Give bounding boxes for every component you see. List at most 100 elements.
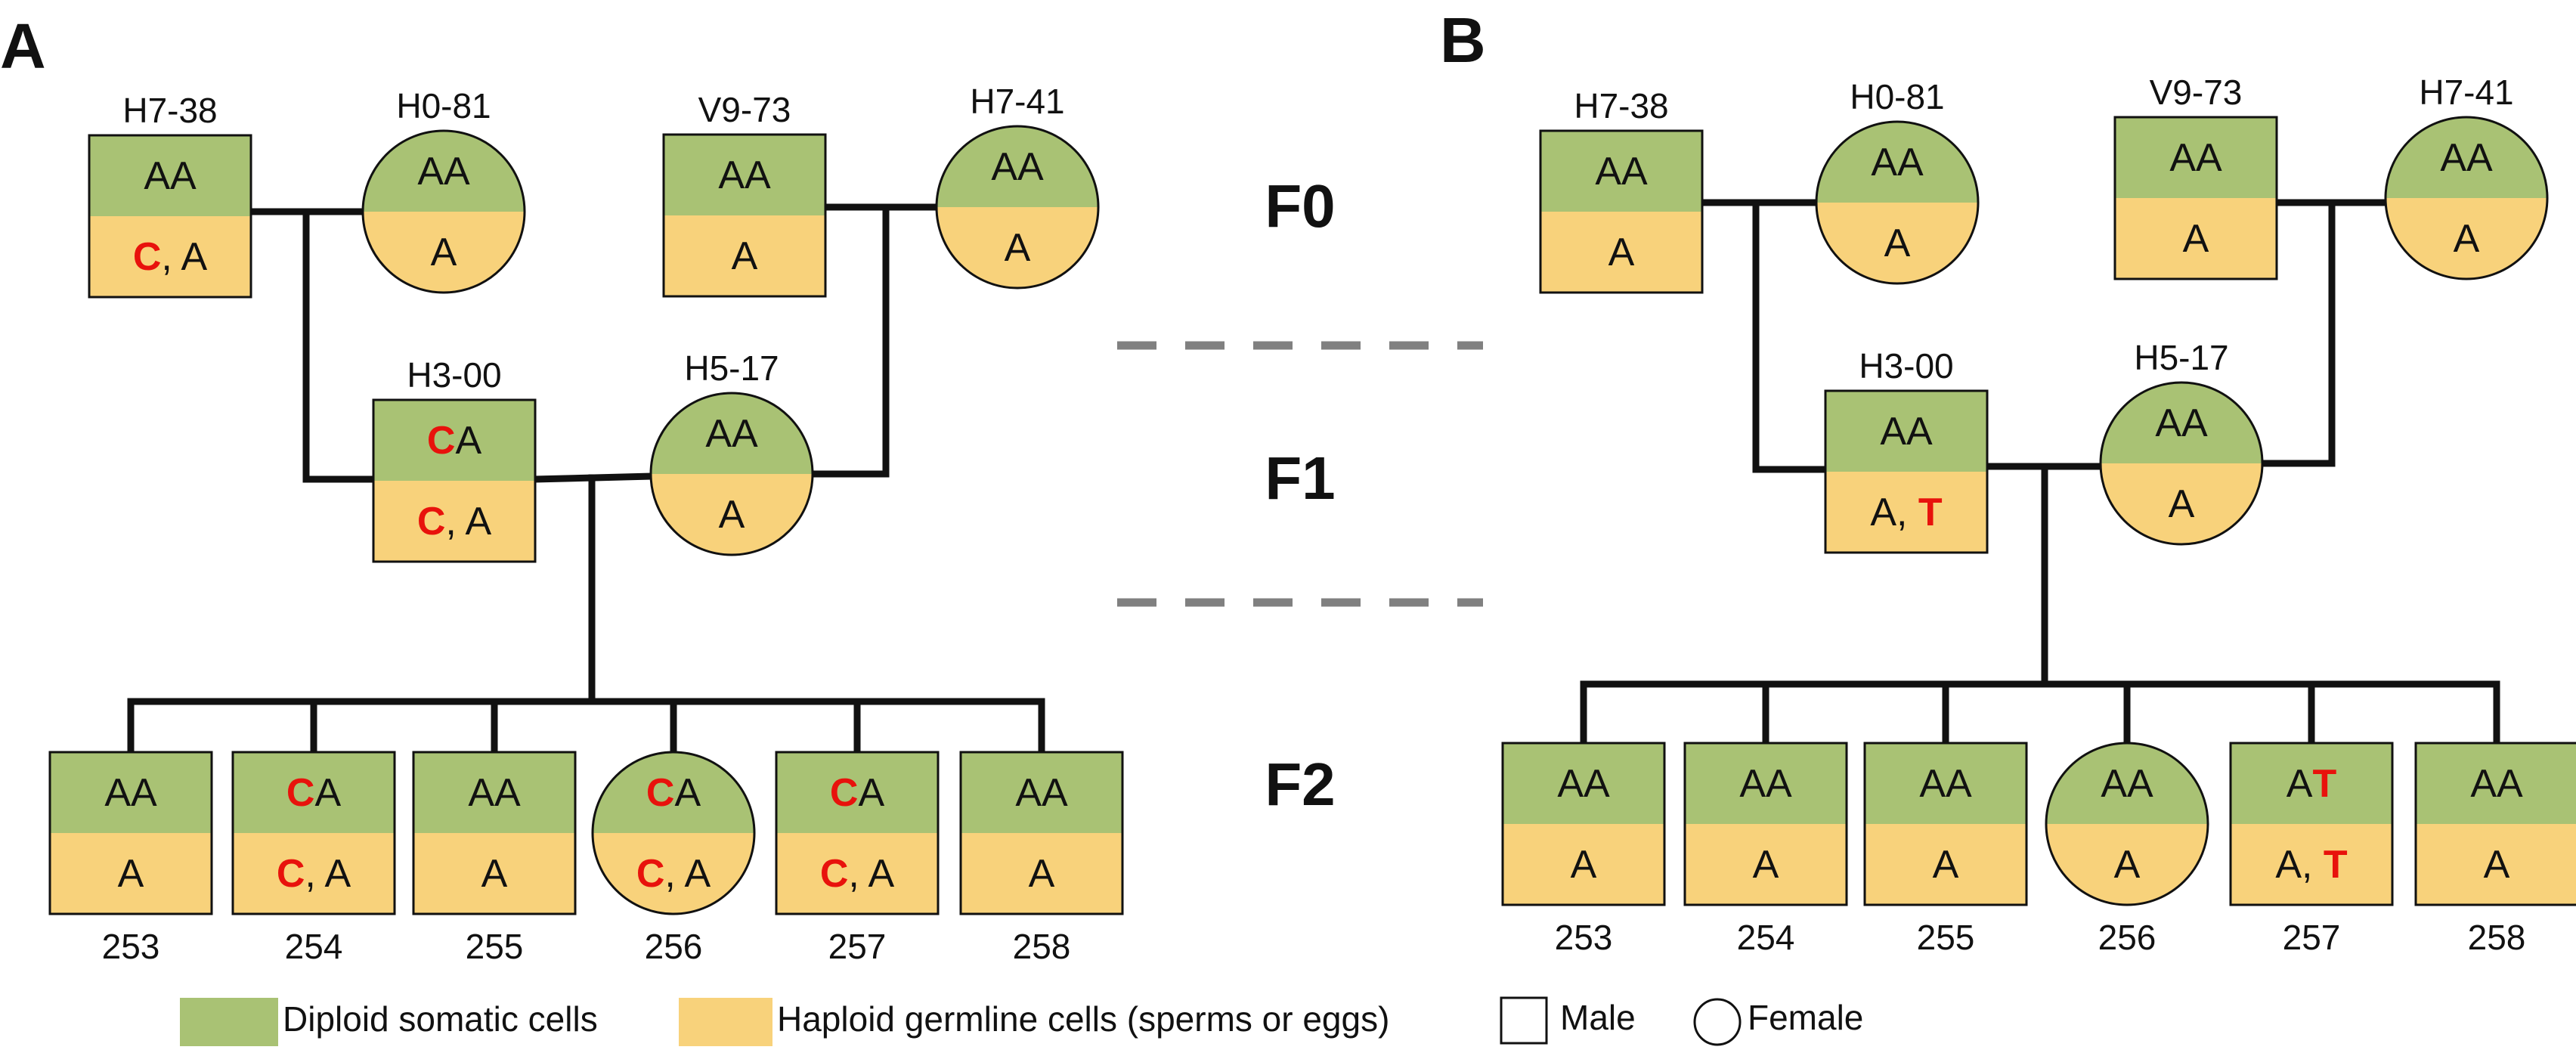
individual-id-label: 256 — [645, 927, 703, 966]
male-square-icon — [775, 751, 940, 915]
legend-male-square-icon — [1500, 996, 1548, 1045]
allele-text: AA — [718, 153, 771, 197]
somatic-genotype: AA — [2470, 762, 2523, 806]
allele-text: AA — [1739, 762, 1792, 806]
mutant-allele: C — [636, 852, 665, 896]
somatic-half — [1685, 743, 1847, 824]
allele-text: AA — [991, 145, 1044, 189]
germline-genotype: A — [2114, 843, 2141, 887]
germline-genotype: A — [1933, 843, 1959, 887]
somatic-genotype: AA — [104, 771, 157, 815]
female-circle-icon — [2045, 742, 2209, 906]
individual-id-label: H5-17 — [684, 348, 779, 388]
allele-text: AA — [705, 412, 758, 456]
male-square-icon — [1683, 742, 1848, 906]
somatic-genotype: AA — [2169, 136, 2222, 180]
allele-text: AA — [1595, 150, 1648, 194]
somatic-genotype: AA — [468, 771, 521, 815]
mutant-allele: C — [286, 771, 315, 815]
legend-somatic-swatch — [180, 998, 278, 1046]
germline-half — [50, 833, 212, 914]
male-square-icon — [959, 751, 1124, 915]
allele-text: A — [118, 852, 144, 896]
allele-text: , A — [161, 235, 207, 279]
allele-text: A — [2114, 843, 2141, 887]
germline-genotype: A, T — [1870, 491, 1943, 534]
somatic-genotype: AA — [2101, 762, 2153, 806]
somatic-genotype: CA — [830, 771, 885, 815]
germline-genotype: A — [2183, 217, 2209, 261]
individual-id-label: 254 — [1737, 918, 1795, 957]
mutant-allele: C — [417, 500, 446, 544]
allele-text: AA — [1880, 410, 1933, 454]
somatic-half — [2416, 743, 2576, 824]
individual-id-label: H7-41 — [2419, 73, 2513, 112]
germline-genotype: C, A — [820, 852, 895, 896]
allele-text: A — [674, 771, 701, 815]
individual-id-label: H7-38 — [122, 91, 217, 130]
individual-id-label: 255 — [466, 927, 524, 966]
germline-half — [2115, 198, 2277, 279]
individual-H3-00: CAC, AH3-00 — [372, 355, 537, 563]
allele-text: AA — [2169, 136, 2222, 180]
individual-id-label: V9-73 — [698, 90, 791, 129]
mutant-allele: C — [133, 235, 162, 279]
somatic-genotype: AA — [1015, 771, 1068, 815]
germline-genotype: C, A — [417, 500, 492, 544]
panel-label-a: A — [0, 11, 46, 82]
individual-id-label: H7-41 — [970, 82, 1064, 121]
somatic-half — [776, 752, 938, 833]
male-square-icon — [88, 134, 252, 299]
somatic-genotype: AA — [705, 412, 758, 456]
somatic-half — [664, 135, 825, 215]
germline-genotype: A — [481, 852, 508, 896]
germline-genotype: A — [2484, 843, 2510, 887]
somatic-half — [1825, 391, 1987, 472]
somatic-genotype: AA — [1557, 762, 1610, 806]
somatic-genotype: AA — [718, 153, 771, 197]
somatic-genotype: AA — [1919, 762, 1972, 806]
allele-text: A — [858, 771, 884, 815]
germline-genotype: A — [1571, 843, 1597, 887]
allele-text: A — [1933, 843, 1959, 887]
allele-text: A — [732, 234, 758, 278]
germline-genotype: C, A — [636, 852, 711, 896]
legend-female-label: Female — [1748, 998, 1863, 1037]
somatic-genotype: AA — [2440, 136, 2493, 180]
individual-id-label: 255 — [1917, 918, 1975, 957]
individual-id-label: 253 — [102, 927, 160, 966]
male-square-icon — [1501, 742, 1666, 906]
generation-label-f0: F0 — [1265, 172, 1335, 240]
male-square-icon — [48, 751, 213, 915]
germline-genotype: C, A — [133, 235, 208, 279]
male-square-icon — [1863, 742, 2028, 906]
allele-text: A — [1753, 843, 1779, 887]
somatic-half — [1503, 743, 1664, 824]
germline-genotype: A — [2454, 217, 2480, 261]
germline-half — [1685, 824, 1847, 905]
legend-germline-swatch — [679, 998, 772, 1046]
germline-genotype: A — [118, 852, 144, 896]
individual-id-label: H3-00 — [1859, 346, 1953, 386]
germline-half — [2416, 824, 2576, 905]
allele-text: A, — [2275, 843, 2324, 887]
somatic-genotype: CA — [427, 419, 482, 463]
generation-label-f1: F1 — [1265, 444, 1335, 512]
panel-a: AAC, AH7-38AAAH0-81AAAV9-73AAAH7-41CAC, … — [48, 82, 1124, 966]
germline-genotype: A — [2169, 482, 2195, 526]
